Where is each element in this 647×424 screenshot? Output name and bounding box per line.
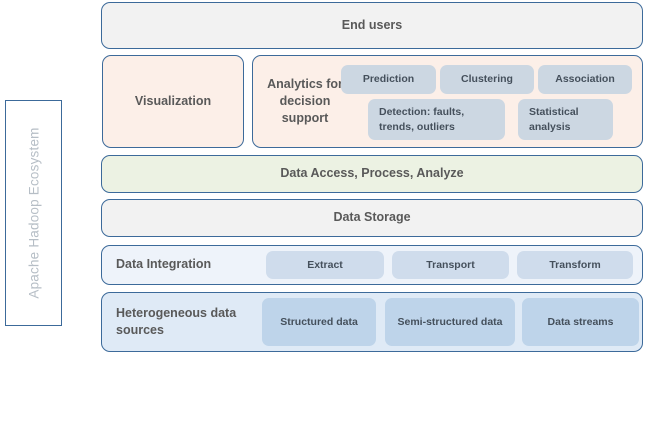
analytics-chip-association[interactable]: Association: [538, 65, 632, 94]
source-chip-semi-structured-data-label: Semi-structured data: [397, 315, 503, 328]
layer-data-access[interactable]: Data Access, Process, Analyze: [101, 155, 643, 193]
analytics-chip-detection-label: Detection: faults, trends, outliers: [379, 105, 465, 133]
analytics-chip-association-label: Association: [555, 73, 615, 86]
layer-data-integration-label: Data Integration: [116, 257, 212, 272]
source-chip-semi-structured-data[interactable]: Semi-structured data: [385, 298, 515, 346]
apache-hadoop-ecosystem-label: Apache Hadoop Ecosystem: [26, 127, 41, 299]
analytics-chip-prediction-label: Prediction: [362, 73, 415, 86]
integration-chip-transport-label: Transport: [426, 258, 475, 271]
source-chip-structured-data-label: Structured data: [280, 315, 358, 328]
layer-data-storage[interactable]: Data Storage: [101, 199, 643, 237]
source-chip-data-streams-label: Data streams: [547, 315, 614, 328]
source-chip-structured-data[interactable]: Structured data: [262, 298, 376, 346]
integration-chip-transport[interactable]: Transport: [392, 251, 509, 279]
source-chip-data-streams[interactable]: Data streams: [522, 298, 639, 346]
layer-data-access-label: Data Access, Process, Analyze: [280, 166, 464, 181]
layer-data-storage-label: Data Storage: [333, 210, 411, 225]
layer-visualization-label: Visualization: [134, 93, 212, 108]
analytics-chip-clustering[interactable]: Clustering: [440, 65, 534, 94]
integration-chip-extract[interactable]: Extract: [266, 251, 384, 279]
integration-chip-transform-label: Transform: [549, 258, 601, 271]
analytics-chip-clustering-label: Clustering: [461, 73, 513, 86]
layer-end-users[interactable]: End users: [101, 2, 643, 49]
integration-chip-transform[interactable]: Transform: [517, 251, 633, 279]
analytics-chip-detection[interactable]: Detection: faults, trends, outliers: [368, 99, 505, 140]
integration-chip-extract-label: Extract: [307, 258, 343, 271]
analytics-chip-statistical-analysis[interactable]: Statistical analysis: [518, 99, 613, 140]
apache-hadoop-ecosystem-rail: Apache Hadoop Ecosystem: [5, 100, 62, 326]
layer-end-users-label: End users: [341, 17, 403, 32]
layer-data-sources-label: Heterogeneous data sources: [116, 305, 237, 337]
analytics-chip-statistical-analysis-label: Statistical analysis: [529, 105, 579, 133]
analytics-chip-prediction[interactable]: Prediction: [341, 65, 436, 94]
layer-visualization[interactable]: Visualization: [102, 55, 244, 148]
layer-analytics-label: Analytics for decision support: [267, 76, 343, 126]
